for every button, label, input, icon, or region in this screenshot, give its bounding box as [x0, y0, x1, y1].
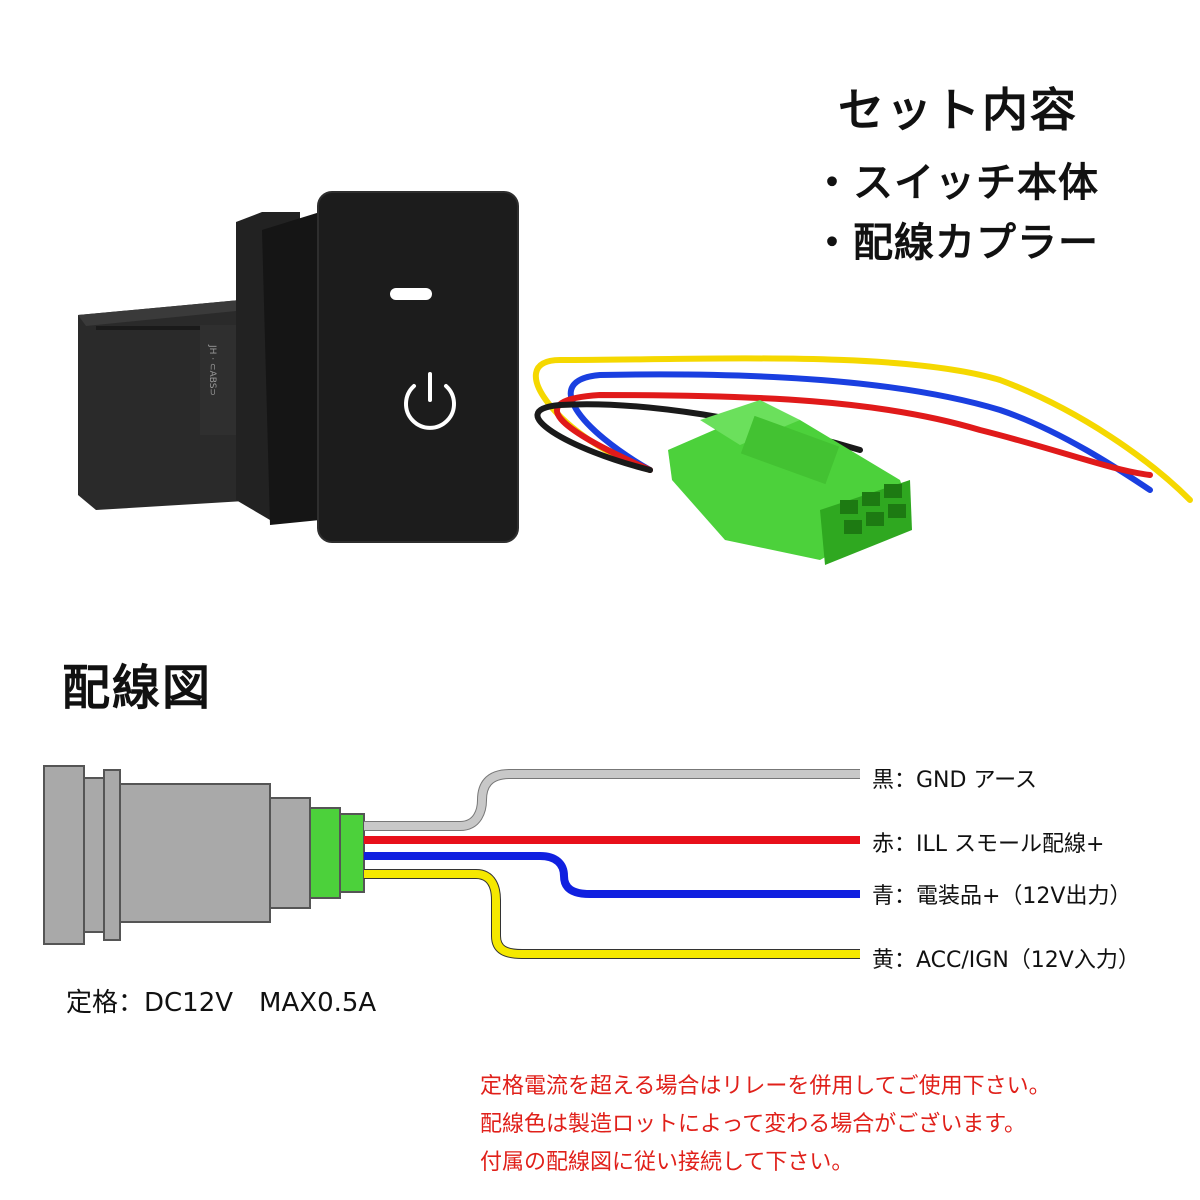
set-item-switch: ・スイッチ本体 — [812, 160, 1099, 206]
set-item-coupler: ・配線カプラー — [812, 220, 1099, 266]
wire-black-fill — [364, 770, 860, 830]
diagram-wires — [364, 769, 860, 959]
note-line: 配線色は製造ロットによって変わる場合がございます。 — [480, 1112, 1027, 1137]
rating-text: 定格：DC12V MAX0.5A — [66, 988, 377, 1018]
set-contents-title: セット内容 — [838, 83, 1078, 137]
switch-housing-diagram — [43, 765, 365, 945]
wire-label-red: 赤：ILL スモール配線+ — [872, 832, 1105, 857]
wiring-diagram-title: 配線図 — [62, 660, 213, 716]
wire-black — [364, 769, 860, 831]
power-icon — [404, 372, 456, 430]
wire-label-blue: 青：電装品+（12V出力） — [872, 884, 1132, 909]
wire-blue — [364, 852, 860, 898]
note-line: 付属の配線図に従い接続して下さい。 — [480, 1150, 854, 1175]
wire-label-black: 黒：GND アース — [872, 768, 1038, 793]
wire-yellow-fill — [364, 870, 860, 958]
wire-yellow — [364, 869, 860, 959]
green-connector — [668, 400, 912, 565]
note-line: 定格電流を超える場合はリレーを併用してご使用下さい。 — [480, 1074, 1051, 1099]
indicator-led — [390, 288, 432, 300]
wire-label-yellow: 黄：ACC/IGN（12V入力） — [872, 948, 1140, 973]
switch-product-photo: JH · ⊂ABS⊃ — [78, 191, 519, 543]
svg-text:JH · ⊂ABS⊃: JH · ⊂ABS⊃ — [207, 344, 217, 396]
